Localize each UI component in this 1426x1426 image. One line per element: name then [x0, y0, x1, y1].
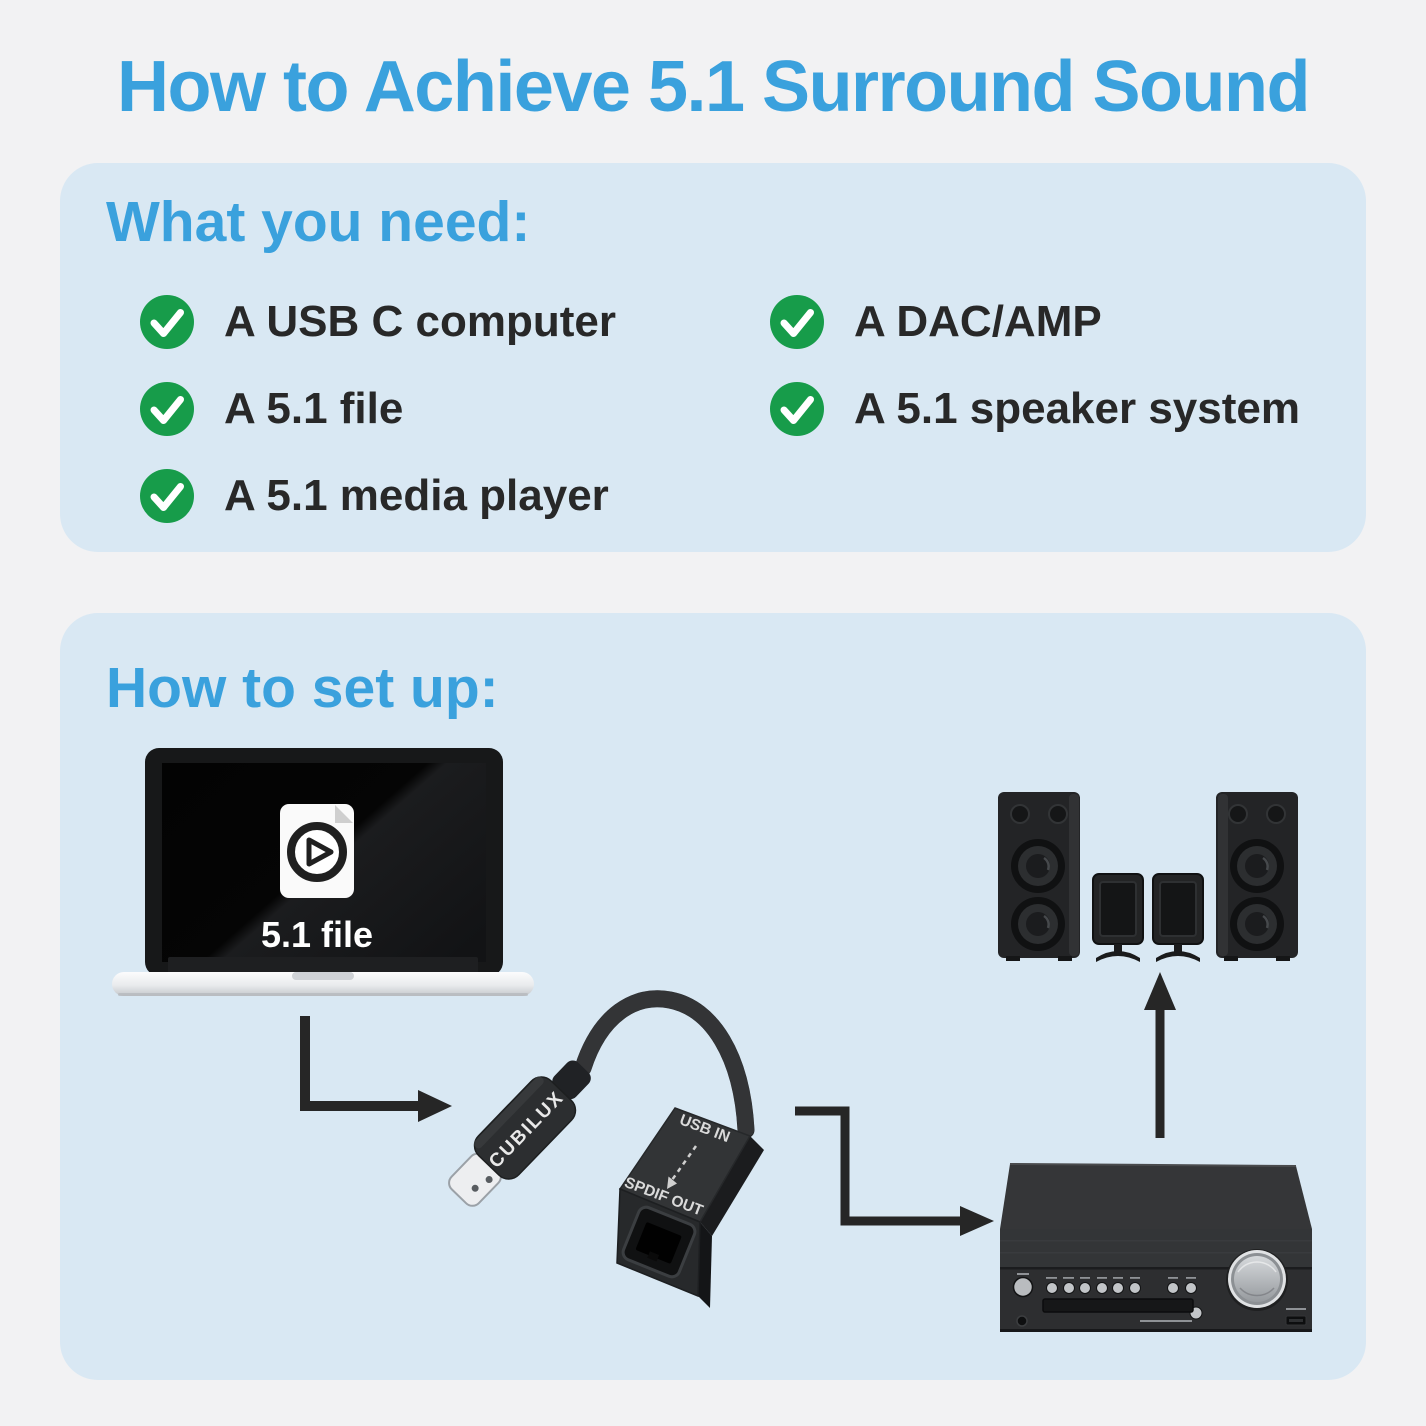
check-item: A 5.1 file — [140, 382, 403, 436]
check-icon — [140, 469, 194, 523]
card-what-you-need: What you need: A USB C computer A 5.1 fi… — [60, 163, 1366, 552]
card-how-to-set-up: How to set up: — [60, 613, 1366, 1380]
check-icon — [770, 382, 824, 436]
check-item: A DAC/AMP — [770, 295, 1102, 349]
check-icon — [140, 382, 194, 436]
heading-what-you-need: What you need: — [106, 190, 531, 254]
check-item-label: A 5.1 file — [224, 384, 404, 433]
check-item: A USB C computer — [140, 295, 616, 349]
check-item: A 5.1 speaker system — [770, 382, 1300, 436]
check-icon — [770, 295, 824, 349]
check-icon — [140, 295, 194, 349]
check-item-label: A USB C computer — [224, 297, 616, 346]
page-title: How to Achieve 5.1 Surround Sound — [117, 47, 1310, 127]
heading-how-to-set-up: How to set up: — [106, 656, 499, 720]
check-item-label: A 5.1 speaker system — [854, 384, 1300, 433]
check-item: A 5.1 media player — [140, 469, 609, 523]
check-item-label: A DAC/AMP — [854, 297, 1102, 346]
check-item-label: A 5.1 media player — [224, 471, 609, 520]
